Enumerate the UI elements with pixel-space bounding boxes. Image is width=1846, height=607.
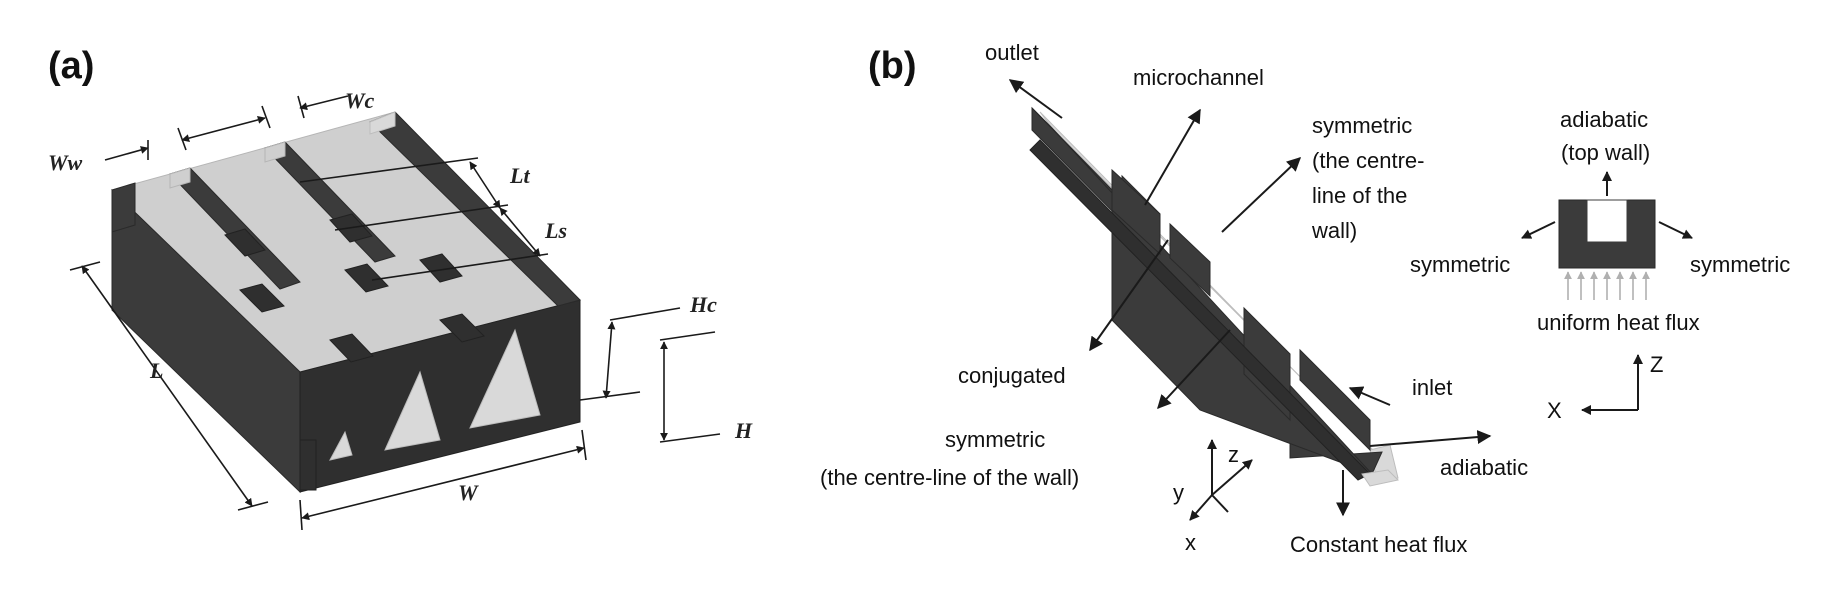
dim-l: L [149,358,163,383]
label-cs-left: symmetric [1410,252,1510,277]
panel-a: (a) [48,45,753,531]
dim-wc: Wc [345,88,375,113]
axis-cs-z: Z [1650,352,1663,377]
label-symmetric-bottom-1: symmetric [945,427,1045,452]
panel-b-label: (b) [868,45,917,87]
cross-section: adiabatic (top wall) symmetric symmetric… [1410,107,1790,423]
axis-cs-x: X [1547,398,1562,423]
dim-h: H [734,418,753,443]
label-symmetric-bottom-2: (the centre-line of the wall) [820,465,1079,490]
annotations-b: outlet microchannel symmetric (the centr… [820,40,1528,557]
label-symmetric-wall-1: symmetric [1312,113,1412,138]
label-microchannel: microchannel [1133,65,1264,90]
label-outlet: outlet [985,40,1039,65]
dim-ww: Ww [48,150,83,175]
label-cs-bottom: uniform heat flux [1537,310,1700,335]
cross-section-channel [1586,199,1628,243]
dim-w: W [458,480,479,505]
axis-main-x: x [1185,530,1196,555]
label-symmetric-wall-2: (the centre- [1312,148,1425,173]
dimension-lines-a: Ww Wc Lt Ls Hc H [48,88,753,531]
computational-domain-drawing [1029,106,1400,487]
label-cs-top-1: adiabatic [1560,107,1648,132]
label-adiabatic: adiabatic [1440,455,1528,480]
label-symmetric-wall-3: line of the [1312,183,1407,208]
label-cs-top-2: (top wall) [1561,140,1650,165]
axis-main-z: z [1228,442,1239,467]
panel-a-label: (a) [48,45,94,87]
label-conjugated: conjugated [958,363,1066,388]
label-inlet: inlet [1412,375,1452,400]
panel-b: (b) outlet microchannel [820,40,1790,557]
label-cs-right: symmetric [1690,252,1790,277]
dim-lt: Lt [509,163,530,188]
label-constant-heat-flux: Constant heat flux [1290,532,1467,557]
label-symmetric-wall-4: wall) [1311,218,1357,243]
axes-triad-main: z y x [1173,439,1253,555]
axis-main-y: y [1173,480,1184,505]
dim-ls: Ls [544,218,567,243]
dim-hc: Hc [689,292,717,317]
